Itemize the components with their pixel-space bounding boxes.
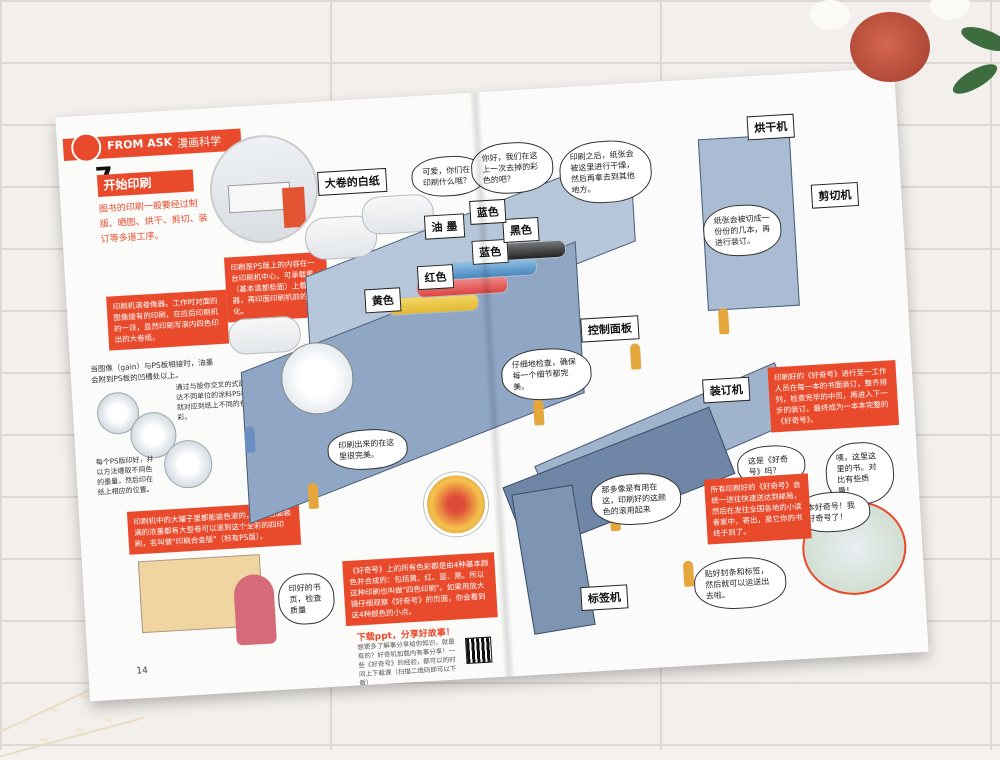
label-cutter: 剪切机 xyxy=(810,181,860,209)
worker-figure xyxy=(307,482,320,510)
worker-figure xyxy=(244,426,256,453)
category-label: 漫画科学 xyxy=(176,134,222,151)
dried-wheat-decoration xyxy=(0,640,160,760)
label-yellow: 黄色 xyxy=(364,287,402,314)
label-dryer: 烘干机 xyxy=(746,113,795,141)
shipping-note: 所有印刷好的《好奇号》会统一送往快速送达到邮局，然后在发往全国各地的小读者家中，… xyxy=(704,473,812,545)
label-big-roll: 大卷的白纸 xyxy=(317,167,388,196)
press-note: 印刷机滚卷像器。工作时对面的图像接有的印刷，在应后印刷机的一派，显然印刷写滚内四… xyxy=(106,289,230,351)
label-red: 红色 xyxy=(416,264,455,291)
photo-red-cabinet xyxy=(281,186,307,229)
intro-text: 图书的印刷一般要经过制版、晒图、烘干、剪切、装订等多道工序。 xyxy=(98,199,208,245)
woman-figure xyxy=(232,573,277,646)
qr-code-icon[interactable] xyxy=(464,636,493,665)
magnified-dots xyxy=(422,470,490,539)
section-title: 开始印刷 xyxy=(96,169,195,198)
binding-note: 印刷好的《好奇号》进行至一工作人员在每一本的书面装订，整齐排列，检查完毕的中页，… xyxy=(767,360,900,433)
flowers-decoration xyxy=(810,0,1000,110)
worker-figure xyxy=(629,343,642,370)
label-oil-ink: 油 墨 xyxy=(423,213,466,240)
worker-figure xyxy=(682,560,695,587)
open-magazine: FROM ASK 漫画科学 7 开始印刷 图书的印刷一般要经过制版、晒图、烘干、… xyxy=(55,67,929,702)
roll-note-3: 每个PS版印好，并以方法缠取不同色的墨量，然后印在纸上相应的位置。 xyxy=(95,455,154,497)
label-label-machine: 标签机 xyxy=(580,584,629,612)
worker-figure xyxy=(717,307,730,335)
worker-figure xyxy=(532,399,545,426)
color-note: 《好奇号》上的所有色彩都是由4种基本颜色并合成的：包括黄、红、蓝、黑。所以这种印… xyxy=(342,552,498,627)
ps-roll-3 xyxy=(162,438,214,490)
label-black: 黑色 xyxy=(502,216,540,244)
page-number: 14 xyxy=(136,665,149,677)
label-binding: 装订机 xyxy=(702,376,751,404)
label-control-panel: 控制面板 xyxy=(580,315,640,343)
rose-flower xyxy=(850,12,930,82)
speech-bubble-woman: 印好的书页，检查质量 xyxy=(276,571,336,627)
paper-roll-small xyxy=(227,315,302,356)
